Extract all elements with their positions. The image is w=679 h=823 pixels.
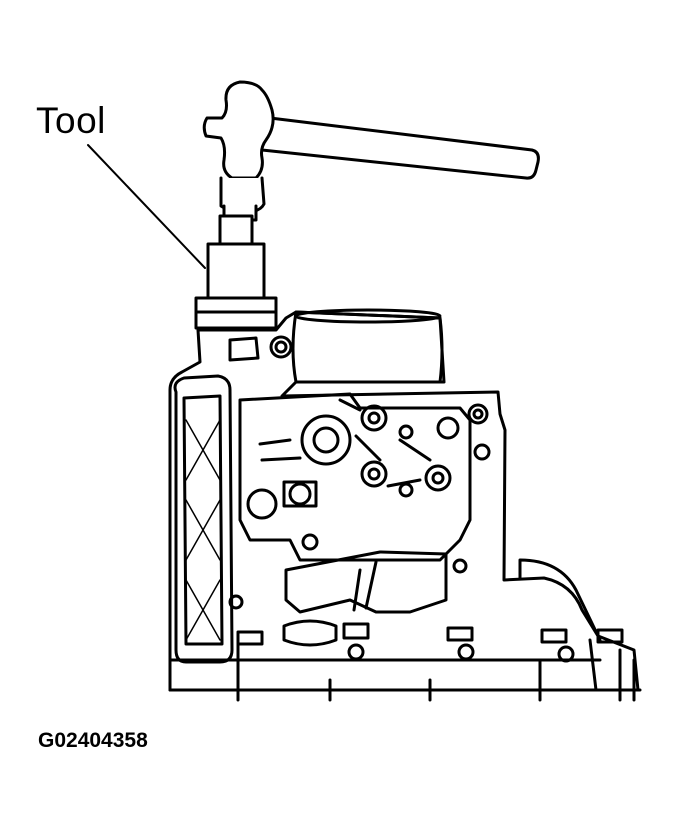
- transmission-case: [168, 308, 642, 702]
- tool: [194, 214, 278, 330]
- pin: [398, 482, 414, 498]
- case-right-edge: [588, 638, 636, 702]
- bolt-inner: [274, 340, 288, 354]
- gear-large-hub: [312, 426, 340, 454]
- oil-pan-inner: [182, 394, 224, 646]
- gear-upper-2-hub: [431, 471, 445, 485]
- case-bottom-rail: [168, 658, 642, 692]
- drain-plug: [282, 619, 338, 647]
- tool-body: [206, 242, 266, 302]
- valve-body: [228, 335, 602, 642]
- gear-upper-2: [424, 464, 452, 492]
- gear-lower-1: [360, 460, 388, 488]
- linkage: [258, 398, 432, 488]
- plug: [452, 558, 468, 574]
- pipe-fitting: [228, 336, 260, 362]
- pipe: [518, 558, 602, 642]
- solenoid-end: [288, 482, 312, 506]
- bolt: [269, 335, 293, 359]
- bolt-head: [342, 622, 370, 640]
- plug: [228, 594, 244, 610]
- bolt-inner: [472, 408, 484, 420]
- tool-label: Tool: [36, 100, 106, 141]
- pin: [398, 424, 414, 440]
- oil-pan: [173, 374, 234, 664]
- bolt-head: [236, 630, 264, 646]
- figure-code: G02404358: [38, 729, 148, 752]
- gear-lower-1-hub: [367, 467, 381, 481]
- tool-leader-line: [87, 144, 206, 269]
- hammer-handle: [260, 115, 540, 180]
- plug: [301, 533, 319, 551]
- bottom-bolts: [236, 619, 624, 663]
- bolt-head: [540, 628, 568, 644]
- gear-large: [300, 414, 352, 466]
- bolt: [467, 403, 489, 425]
- filter-detail: [352, 560, 378, 612]
- solenoid: [246, 488, 278, 520]
- bolt: [557, 645, 575, 663]
- solenoid-body: [282, 480, 318, 508]
- plug: [436, 416, 460, 440]
- valve-body-outline: [238, 392, 472, 562]
- oil-pan-cross: [185, 419, 221, 641]
- bolt: [457, 643, 475, 661]
- bolt-head: [596, 628, 624, 644]
- hammer: [202, 80, 540, 222]
- case-top-ellipse: [294, 308, 442, 324]
- plug: [473, 443, 491, 461]
- gear-upper-1-hub: [367, 411, 381, 425]
- case-top-cover: [291, 310, 444, 384]
- bolt: [347, 643, 365, 661]
- filter-housing: [284, 550, 448, 614]
- hammer-head: [202, 80, 275, 180]
- tool-collar: [194, 296, 278, 314]
- tool-ring: [194, 310, 278, 330]
- case-lower-edge: [236, 638, 542, 702]
- gear-upper-1: [360, 404, 388, 432]
- bolt-head: [446, 626, 474, 642]
- tool-stem: [218, 214, 254, 248]
- oil-pan-outline: [173, 374, 234, 664]
